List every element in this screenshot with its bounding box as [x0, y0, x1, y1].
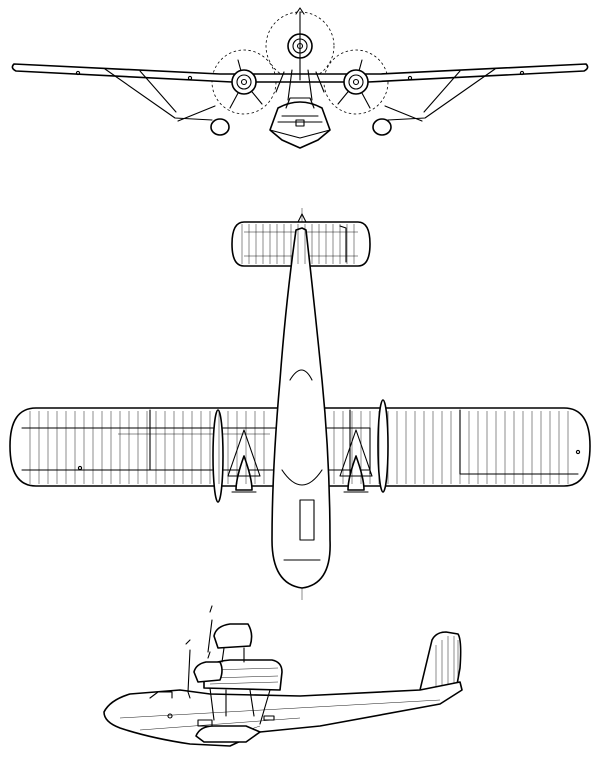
wing-rib-lines-left: [29, 411, 265, 484]
front-wing: [11, 63, 589, 83]
right-engine: [337, 59, 371, 109]
side-view: [103, 605, 463, 747]
right-float-plan: [377, 399, 389, 493]
fuselage-plan: [271, 227, 331, 589]
top-view: [9, 208, 591, 600]
wing-rib-lines-right: [333, 411, 569, 484]
tail-fin: [419, 631, 462, 691]
lower-engine: [193, 661, 223, 683]
front-view: [11, 7, 589, 149]
side-hull: [103, 681, 463, 747]
center-propeller-disc: [265, 11, 335, 81]
side-float: [195, 725, 261, 743]
left-float-plan: [212, 409, 224, 503]
upper-engine: [213, 623, 253, 649]
left-wing-float: [210, 118, 230, 136]
right-wing-float: [372, 118, 392, 136]
left-nacelle-plan: [235, 455, 253, 491]
front-hull: [269, 101, 331, 149]
tailplane-rib-lines: [241, 224, 355, 264]
left-engine: [229, 59, 263, 109]
